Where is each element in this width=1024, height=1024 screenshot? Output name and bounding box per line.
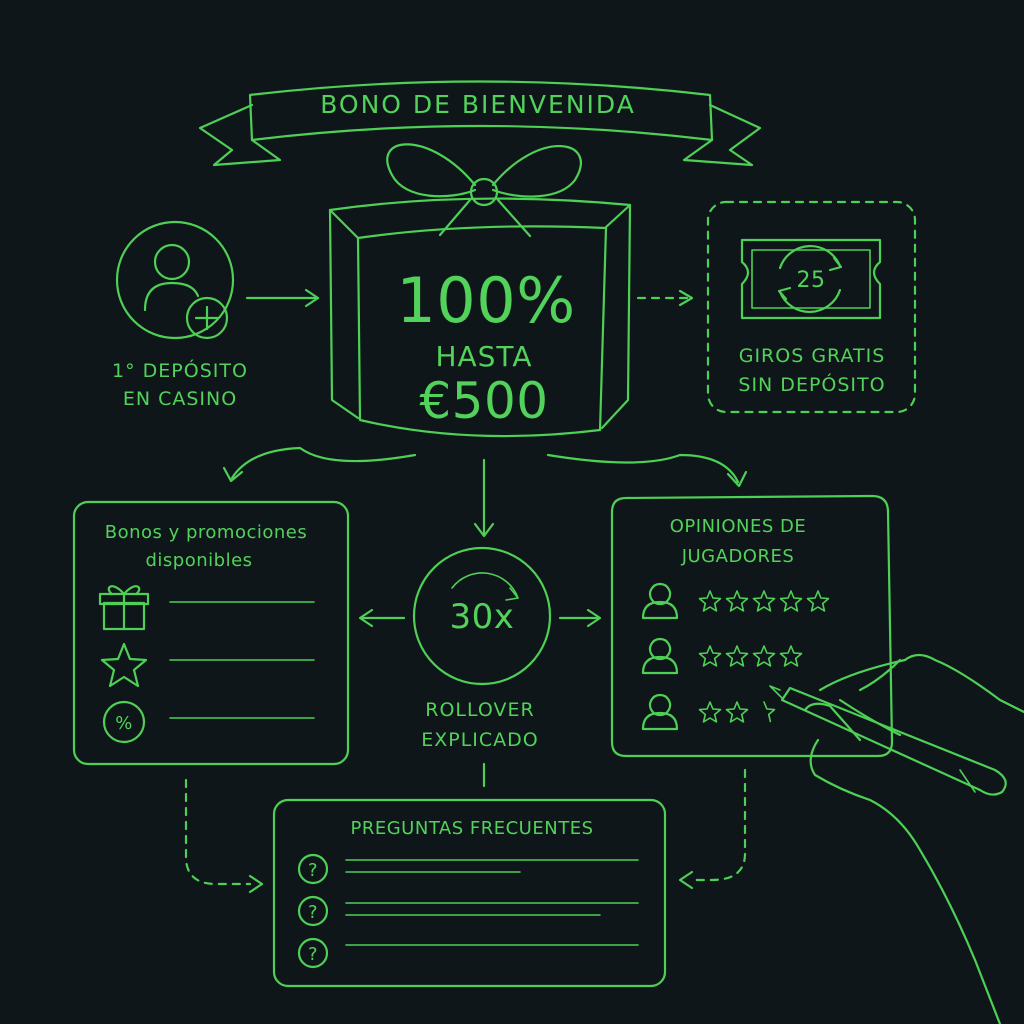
rating-star-icon [698,590,722,612]
rating-star-icon [752,590,776,612]
review-row [641,693,776,731]
rating-star-icon [779,590,803,612]
rating-star-icon [725,701,749,723]
rating-star-icon [752,701,776,723]
arrow-head [726,470,748,488]
faq-row: ? [297,895,639,927]
bonus-up-to: HASTA [435,340,532,373]
free-spins-count: 25 [797,268,826,293]
bonus-percent: 100% [396,264,575,337]
arrow-head [222,466,244,483]
faq-line [345,859,639,873]
rollover-line2: EXPLICADO [421,729,539,751]
arrow-gift-to-bonuses [230,446,417,480]
gift-box: 100% HASTA €500 [328,143,632,438]
bonus-amount: €500 [419,372,548,430]
question-icon [297,937,329,969]
arrow-bonuses-to-faq [184,778,252,886]
faq-panel: PREGUNTAS FRECUENTES ? ? ? [272,798,667,988]
faq-line [345,902,639,916]
bonuses-line1: Bonos y promociones [105,522,308,543]
faq-row: ? [297,937,639,969]
arrow-reviews-to-faq [690,768,747,882]
free-spins-card: 25 GIROS GRATIS SIN DEPÓSITO [706,200,917,414]
reviews-line2: JUGADORES [681,546,795,567]
review-row [641,582,830,620]
reviewer-icon [641,582,679,620]
bonuses-panel: Bonos y promociones disponibles % [72,500,350,766]
reviewer-icon [641,637,679,675]
ribbon-title: BONO DE BIENVENIDA [320,90,636,119]
reviews-panel: OPINIONES DE JUGADORES [610,494,894,758]
rollover-multiplier: 30x [450,597,515,637]
rating-star-icon [725,590,749,612]
rating-star-icon [698,645,722,667]
deposit-line2: EN CASINO [123,388,237,410]
ribbon-banner: BONO DE BIENVENIDA [198,80,762,167]
question-mark: ? [308,902,318,923]
arrow-head [304,288,320,308]
rating-star-icon [779,645,803,667]
question-icon [297,895,329,927]
reviewer-icon [641,693,679,731]
deposit-section: 1° DEPÓSITO EN CASINO [112,220,248,410]
arrow-head [358,608,374,628]
star-icon [100,642,148,688]
rating-star-icon [698,701,722,723]
rating-star-icon [752,645,776,667]
arrow-head [678,870,694,890]
percent-icon [102,700,146,744]
rollover-line1: ROLLOVER [425,699,534,721]
percent-symbol: % [115,713,133,734]
rating-star-icon [806,590,830,612]
question-mark: ? [308,860,318,881]
user-add-icon [143,243,229,340]
free-spins-line2: SIN DEPÓSITO [738,372,885,396]
arrow-head [586,608,602,628]
question-mark: ? [308,944,318,965]
ticket-icon [740,238,882,320]
gift-icon [98,585,150,631]
arrow-head [248,874,264,894]
arrow-head [678,289,694,307]
faq-title: PREGUNTAS FRECUENTES [351,818,594,839]
deposit-line1: 1° DEPÓSITO [112,358,248,382]
arrow-gift-to-reviews [546,453,740,484]
arrow-head [473,522,495,538]
rating-star-icon [725,645,749,667]
question-icon [297,853,329,885]
review-row [641,637,803,675]
faq-row: ? [297,853,639,885]
free-spins-line1: GIROS GRATIS [739,345,886,367]
bonuses-line2: disponibles [145,550,252,571]
reviews-line1: OPINIONES DE [670,516,807,537]
hand-with-pen-illustration [769,653,1024,1024]
rollover-section: 30x ROLLOVER EXPLICADO [412,546,552,751]
